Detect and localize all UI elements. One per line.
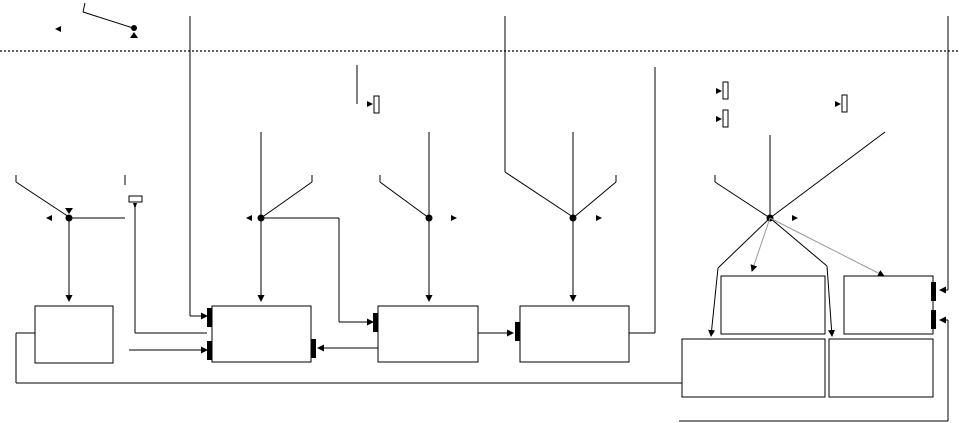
small-valve-marker-4 xyxy=(835,94,848,113)
junction-5 xyxy=(708,131,886,337)
small-valve-marker-2 xyxy=(716,81,729,100)
small-valve-marker-1 xyxy=(356,65,380,114)
block-1 xyxy=(34,305,114,364)
block-6 xyxy=(843,275,934,335)
junction-2 xyxy=(246,132,374,326)
top-switch-symbol xyxy=(55,2,138,38)
junction-1 xyxy=(15,175,126,302)
block-7 xyxy=(681,338,826,398)
block-5 xyxy=(720,275,826,335)
small-valve-marker-3 xyxy=(716,109,729,128)
left-arrow-icon xyxy=(55,26,61,32)
small-sensor-block xyxy=(128,195,207,334)
junction-3 xyxy=(379,132,457,302)
block-4 xyxy=(519,305,630,363)
junction-4 xyxy=(569,132,617,302)
block-3 xyxy=(377,305,479,363)
block-2 xyxy=(211,305,312,363)
block-8 xyxy=(828,338,934,398)
